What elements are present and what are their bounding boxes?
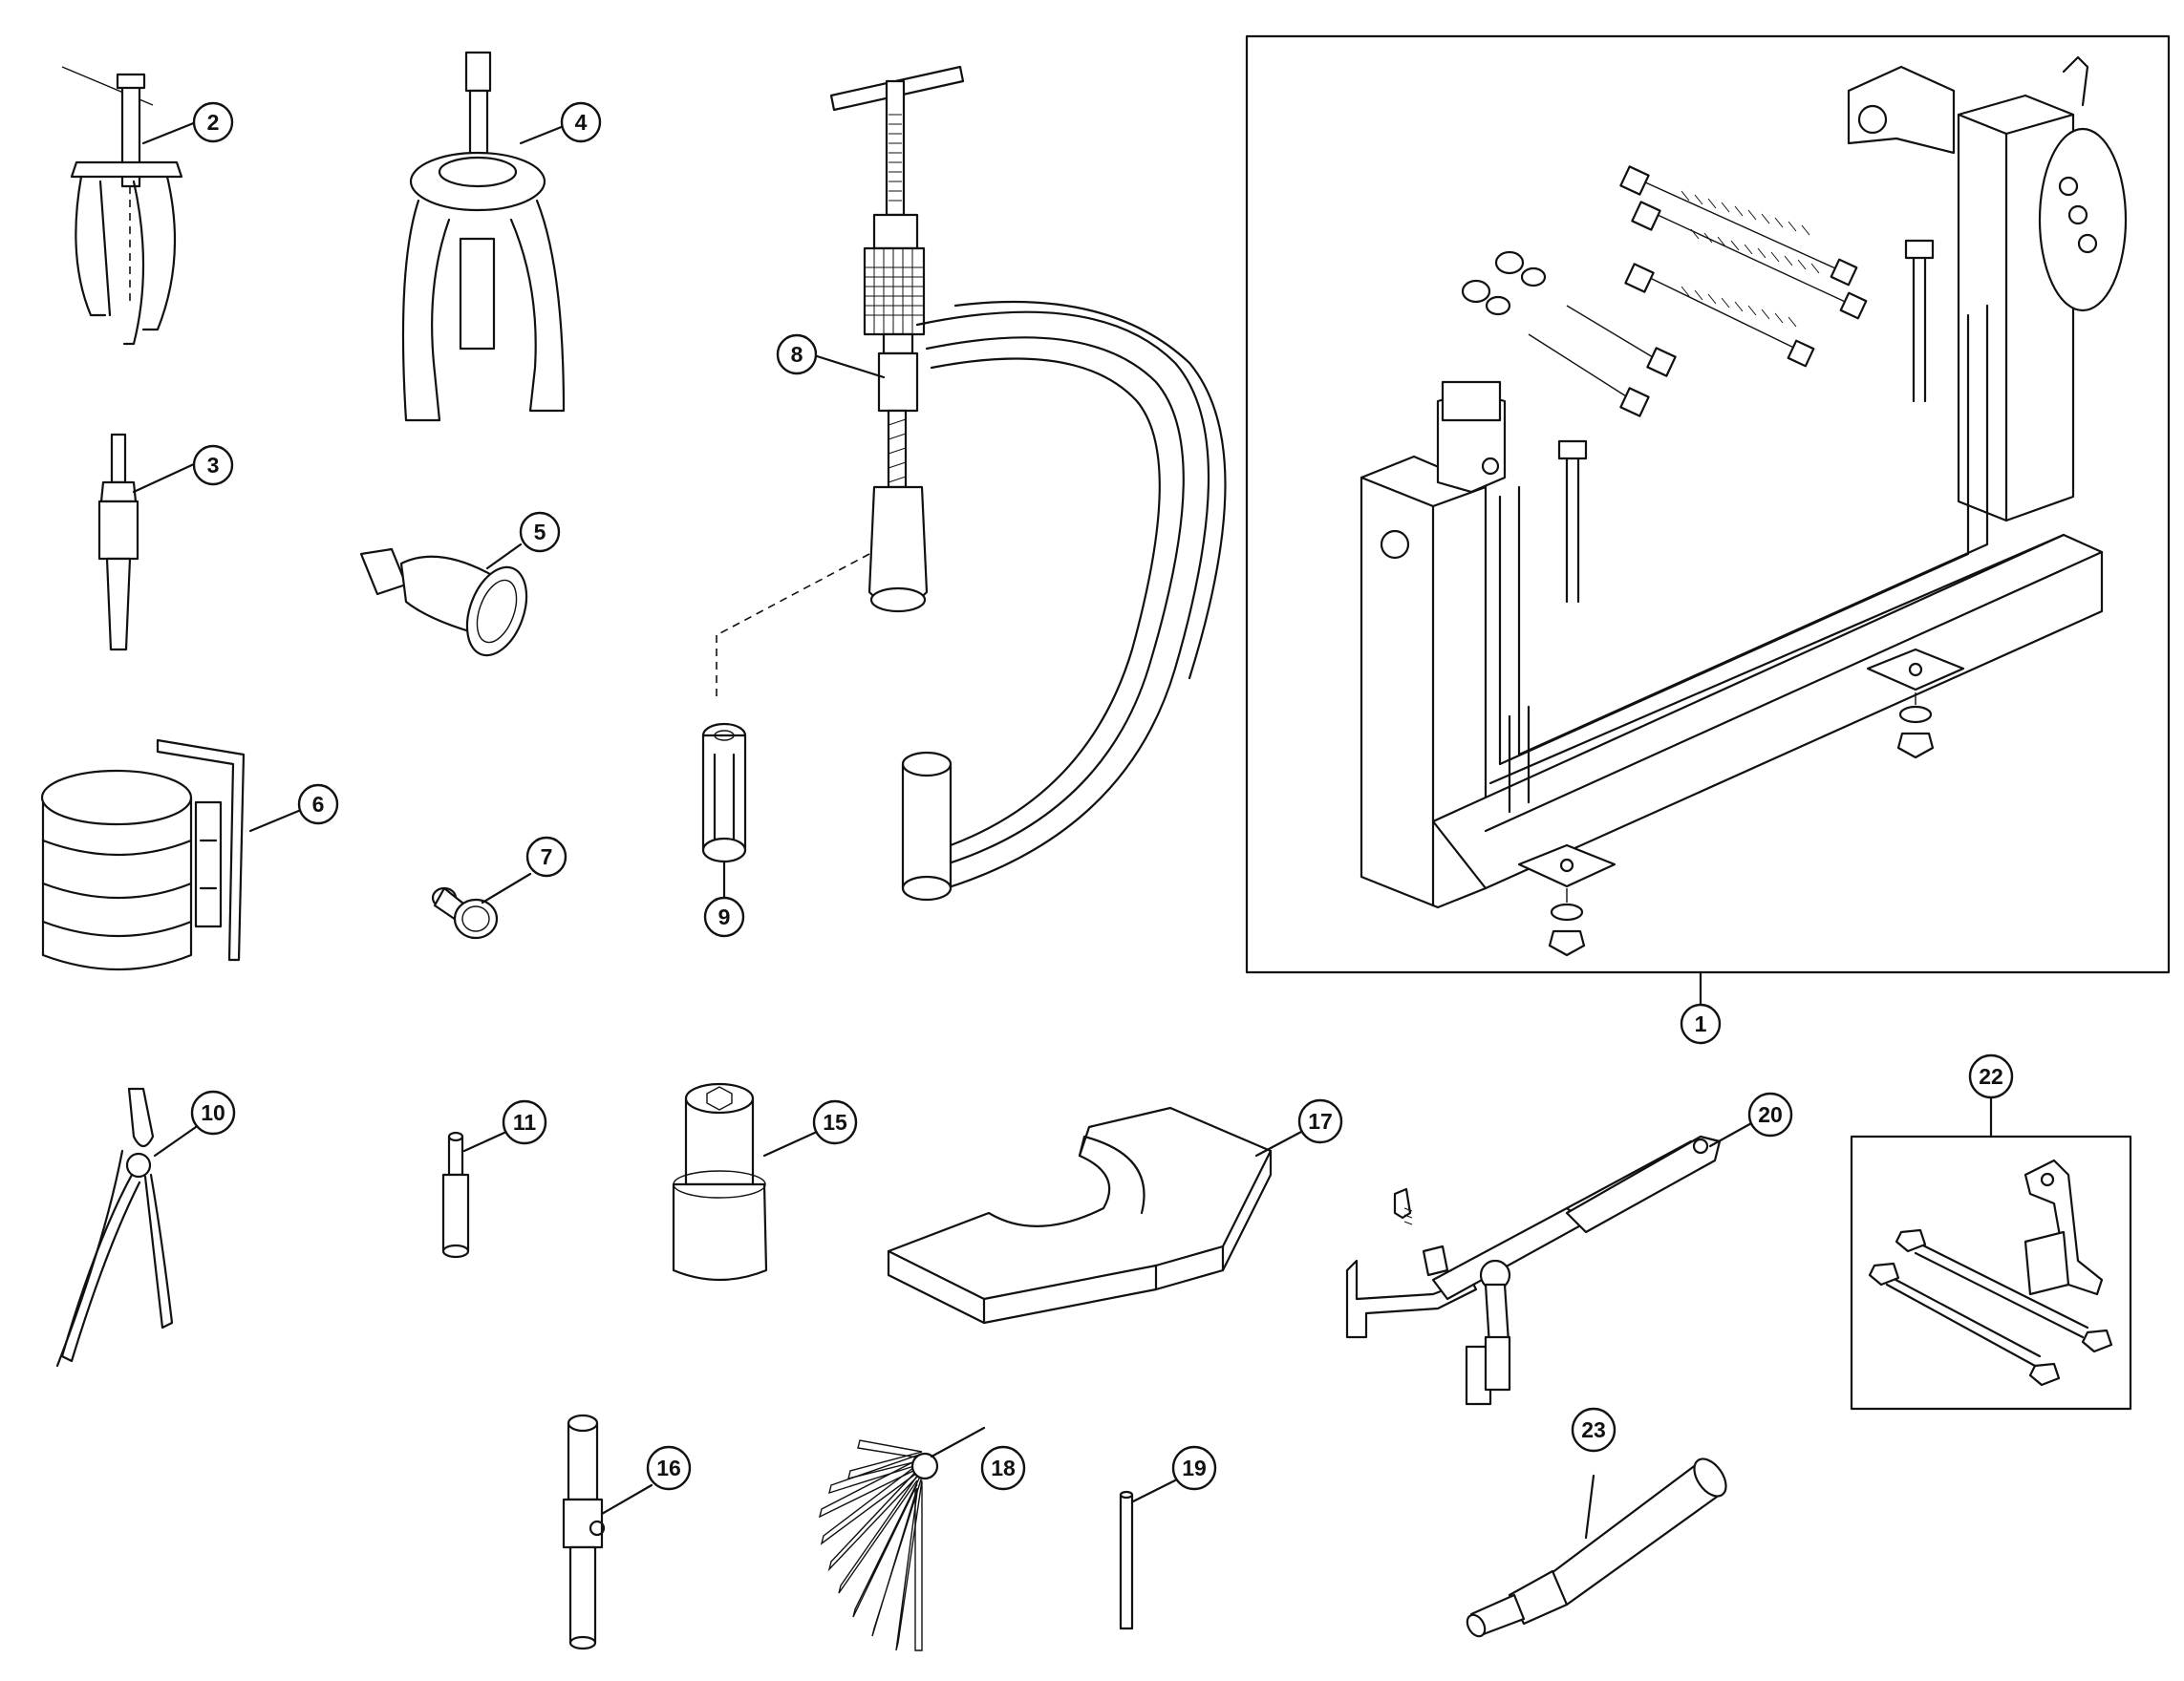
- callout-15-label: 15: [823, 1110, 847, 1135]
- callout-2: 2: [192, 101, 234, 143]
- callout-3-label: 3: [207, 453, 220, 478]
- item-19-rod: [1119, 1479, 1177, 1630]
- item-10-circlip-pliers: [55, 1087, 198, 1368]
- item-16-spark-plug-socket: [562, 1414, 653, 1650]
- callout-20-label: 20: [1758, 1102, 1783, 1127]
- item-4-two-jaw-puller: [401, 51, 566, 422]
- item-9-adapter-cage: [701, 722, 747, 900]
- item-7-plug: [431, 872, 532, 940]
- callout-23-label: 23: [1581, 1417, 1606, 1442]
- callout-6: 6: [297, 783, 339, 825]
- callout-18-label: 18: [991, 1456, 1016, 1480]
- callout-17: 17: [1297, 1098, 1343, 1144]
- callout-16: 16: [646, 1445, 692, 1491]
- callout-9-label: 9: [718, 904, 731, 929]
- item-3-slide-hammer-adapter: [97, 433, 198, 651]
- callout-22: 22: [1968, 1053, 2014, 1099]
- callout-1-label: 1: [1695, 1011, 1707, 1036]
- callout-22-label: 22: [1979, 1064, 2003, 1089]
- callout-6-label: 6: [312, 792, 325, 817]
- callout-19: 19: [1171, 1445, 1217, 1491]
- callout-16-label: 16: [656, 1456, 681, 1480]
- callout-3: 3: [192, 444, 234, 486]
- callout-11: 11: [502, 1099, 547, 1145]
- callout-11-label: 11: [513, 1110, 537, 1135]
- callout-23: 23: [1571, 1407, 1617, 1453]
- callout-4: 4: [560, 101, 602, 143]
- item-6-ring-compressor: [40, 738, 303, 971]
- callout-10: 10: [190, 1090, 236, 1136]
- callout-4-label: 4: [575, 110, 588, 135]
- item-22-bracket-kit: [1850, 1095, 2132, 1411]
- callout-8: 8: [776, 333, 818, 375]
- callout-2-label: 2: [207, 110, 220, 135]
- callout-9: 9: [703, 896, 745, 938]
- item-23-installer: [1466, 1458, 1727, 1638]
- callout-5: 5: [519, 511, 561, 553]
- item-11-pin: [441, 1130, 508, 1259]
- callout-1: 1: [1680, 1003, 1722, 1045]
- callout-18: 18: [980, 1445, 1026, 1491]
- callout-7-label: 7: [541, 844, 553, 869]
- callout-20: 20: [1747, 1092, 1793, 1138]
- item-8-valve-spring-compressor: [716, 65, 1227, 902]
- callout-5-label: 5: [534, 520, 546, 544]
- item-15-socket: [672, 1082, 819, 1282]
- callout-7: 7: [525, 836, 567, 878]
- callout-17-label: 17: [1308, 1109, 1333, 1134]
- item-17-support-plate: [887, 1106, 1303, 1325]
- callout-10-label: 10: [201, 1100, 225, 1125]
- callout-19-label: 19: [1182, 1456, 1207, 1480]
- item-20-holding-tool: [1345, 1120, 1755, 1406]
- item-1-frame-box: [1245, 34, 2171, 974]
- item-5-socket-adapter: [359, 543, 528, 657]
- item-1-engine-stand: [1245, 34, 2171, 1007]
- item-18-feeler-gauge: [818, 1426, 986, 1651]
- callout-8-label: 8: [791, 342, 803, 367]
- callout-15: 15: [812, 1099, 858, 1145]
- item-2-three-jaw-puller: [61, 66, 198, 346]
